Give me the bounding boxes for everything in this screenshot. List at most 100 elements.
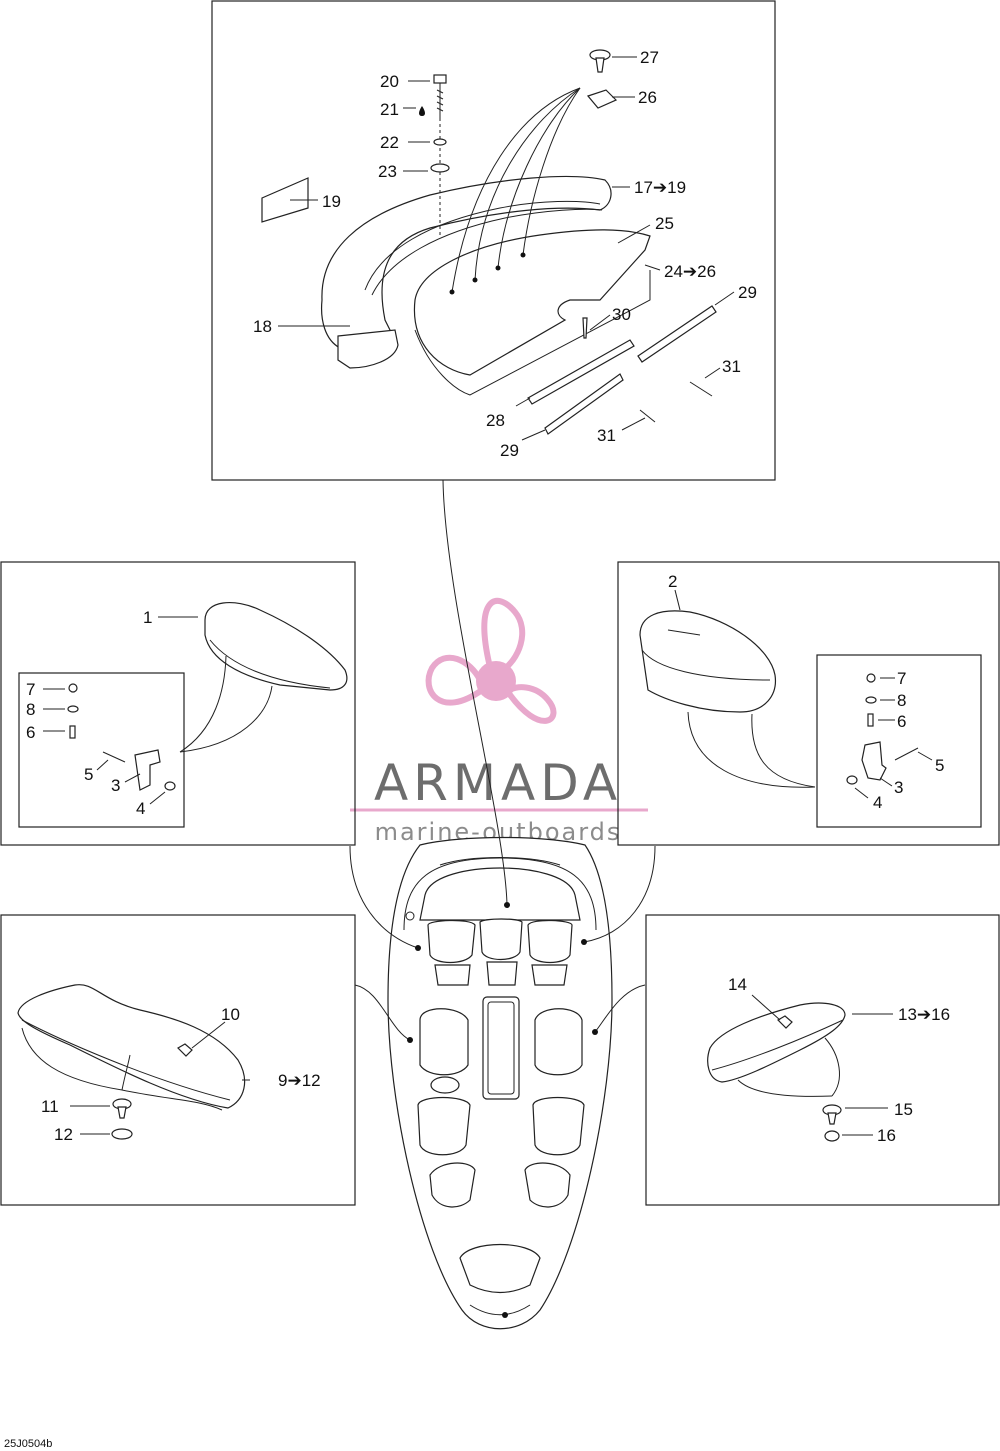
callout-16: 16 <box>877 1126 896 1145</box>
strip-part-29a <box>637 305 717 363</box>
left-cushion-panel: 1 7 8 6 5 3 4 <box>0 561 356 846</box>
washer-part-8-right <box>865 696 877 704</box>
callout-31-bottom: 31 <box>597 426 616 445</box>
helm-seat-starboard <box>532 1096 585 1156</box>
center-console-inner <box>487 1001 515 1095</box>
left-cushion-arrows <box>179 655 273 753</box>
cushion-part-1 <box>204 602 348 691</box>
callout-11: 11 <box>41 1097 59 1116</box>
callout-3-right: 3 <box>894 778 903 797</box>
backrest-cushion <box>413 229 651 376</box>
left-seat-panel: 10 9➔12 11 12 <box>0 914 356 1206</box>
right-cushion-panel-frame <box>617 561 1000 846</box>
callout-24-26: 24➔26 <box>664 262 716 281</box>
washer-part-8-left <box>67 705 79 713</box>
callout-1: 1 <box>143 608 152 627</box>
aft-seat-starboard <box>524 1162 571 1208</box>
callout-3-left: 3 <box>111 776 120 795</box>
backrest-leaders <box>278 56 735 441</box>
left-seat-leaders <box>70 1021 250 1135</box>
push-pin-part-27 <box>589 49 611 73</box>
bracket-part-3-right <box>861 741 887 781</box>
callout-7-left: 7 <box>26 680 35 699</box>
cushion-2-handle <box>667 629 701 636</box>
helm-seat-port <box>417 1096 471 1156</box>
callout-30: 30 <box>612 305 631 324</box>
callout-17-19: 17➔19 <box>634 178 686 197</box>
callout-19: 19 <box>322 192 341 211</box>
callout-18: 18 <box>253 317 272 336</box>
backrest-rail <box>364 200 601 291</box>
backrest-panel-frame <box>211 0 776 481</box>
pin-part-30 <box>582 317 588 339</box>
left-cushion-leaders <box>43 616 198 805</box>
callout-15: 15 <box>894 1100 913 1119</box>
washer-part-4-right <box>846 775 858 785</box>
rivet-part-31b <box>639 409 656 423</box>
callout-13-16: 13➔16 <box>898 1005 950 1024</box>
right-cushion-panel: 2 7 8 6 5 3 4 <box>617 561 1000 846</box>
callout-29-bottom: 29 <box>500 441 519 460</box>
callout-10: 10 <box>221 1005 240 1024</box>
stern-bench <box>459 1244 541 1294</box>
callout-25: 25 <box>655 214 674 233</box>
right-cushion-arrows <box>687 711 816 788</box>
callout-26: 26 <box>638 88 657 107</box>
cushion-1-seam <box>209 639 331 689</box>
propeller-logo <box>425 598 557 724</box>
callout-5-left: 5 <box>84 765 93 784</box>
right-seat-panel-frame <box>645 914 1000 1206</box>
clip-part-26 <box>586 89 618 109</box>
aft-seat-port <box>429 1162 476 1208</box>
panel-connector-lines <box>349 479 656 1041</box>
starboard-seat <box>534 1008 583 1076</box>
seat-cushion-part-9 <box>17 984 246 1109</box>
nut-part-7-left <box>68 683 78 693</box>
nut-part-7-right <box>866 673 876 683</box>
left-seat-panel-frame <box>0 914 356 1206</box>
callout-23: 23 <box>378 162 397 181</box>
steering-wheel <box>430 1076 460 1094</box>
fastener-part-14 <box>777 1015 793 1029</box>
boat-top-view <box>387 836 613 1330</box>
callout-22: 22 <box>380 133 399 152</box>
center-console <box>482 996 520 1100</box>
seat-cushion-13-seam <box>711 1019 844 1071</box>
bow-cleat <box>405 911 415 921</box>
right-seat-panel: 14 13➔16 15 16 <box>645 914 1000 1206</box>
spacer-part-6-right <box>867 713 874 727</box>
bow-deck-line <box>439 857 561 866</box>
backrest-panel: 20 21 22 23 19 18 27 26 17➔19 25 24➔26 2… <box>211 0 776 481</box>
right-cushion-leaders <box>674 589 933 799</box>
washer-part-22 <box>433 138 447 146</box>
fastener-part-10 <box>177 1043 193 1057</box>
callout-2: 2 <box>668 572 677 591</box>
drawing-code: 25J0504b <box>4 1438 52 1450</box>
left-hardware-inset <box>18 672 185 828</box>
callout-6-right: 6 <box>897 712 906 731</box>
callout-4-left: 4 <box>136 799 145 818</box>
callout-14: 14 <box>728 975 747 994</box>
rivet-part-31a <box>689 381 713 397</box>
bolt-part-20 <box>433 74 447 120</box>
callout-28: 28 <box>486 411 505 430</box>
rivet-part-5-left <box>102 751 126 763</box>
seat-cushion-9-seam <box>21 1019 231 1101</box>
callout-6-left: 6 <box>26 723 35 742</box>
callout-4-right: 4 <box>873 793 882 812</box>
washer-part-12 <box>111 1128 133 1140</box>
port-seat <box>419 1008 469 1076</box>
callout-5-right: 5 <box>935 756 944 775</box>
callout-29-top: 29 <box>738 283 757 302</box>
washer-part-16 <box>824 1130 840 1142</box>
velcro-leader-lines <box>451 87 581 293</box>
right-seat-leaders <box>751 994 893 1136</box>
cushion-base <box>414 270 651 396</box>
callout-21: 21 <box>380 100 399 119</box>
rivet-part-5-right <box>894 747 919 761</box>
bow-seats <box>427 918 573 986</box>
strip-part-29b <box>544 373 624 435</box>
washer-part-23 <box>430 163 450 173</box>
push-pin-part-15 <box>822 1104 842 1125</box>
